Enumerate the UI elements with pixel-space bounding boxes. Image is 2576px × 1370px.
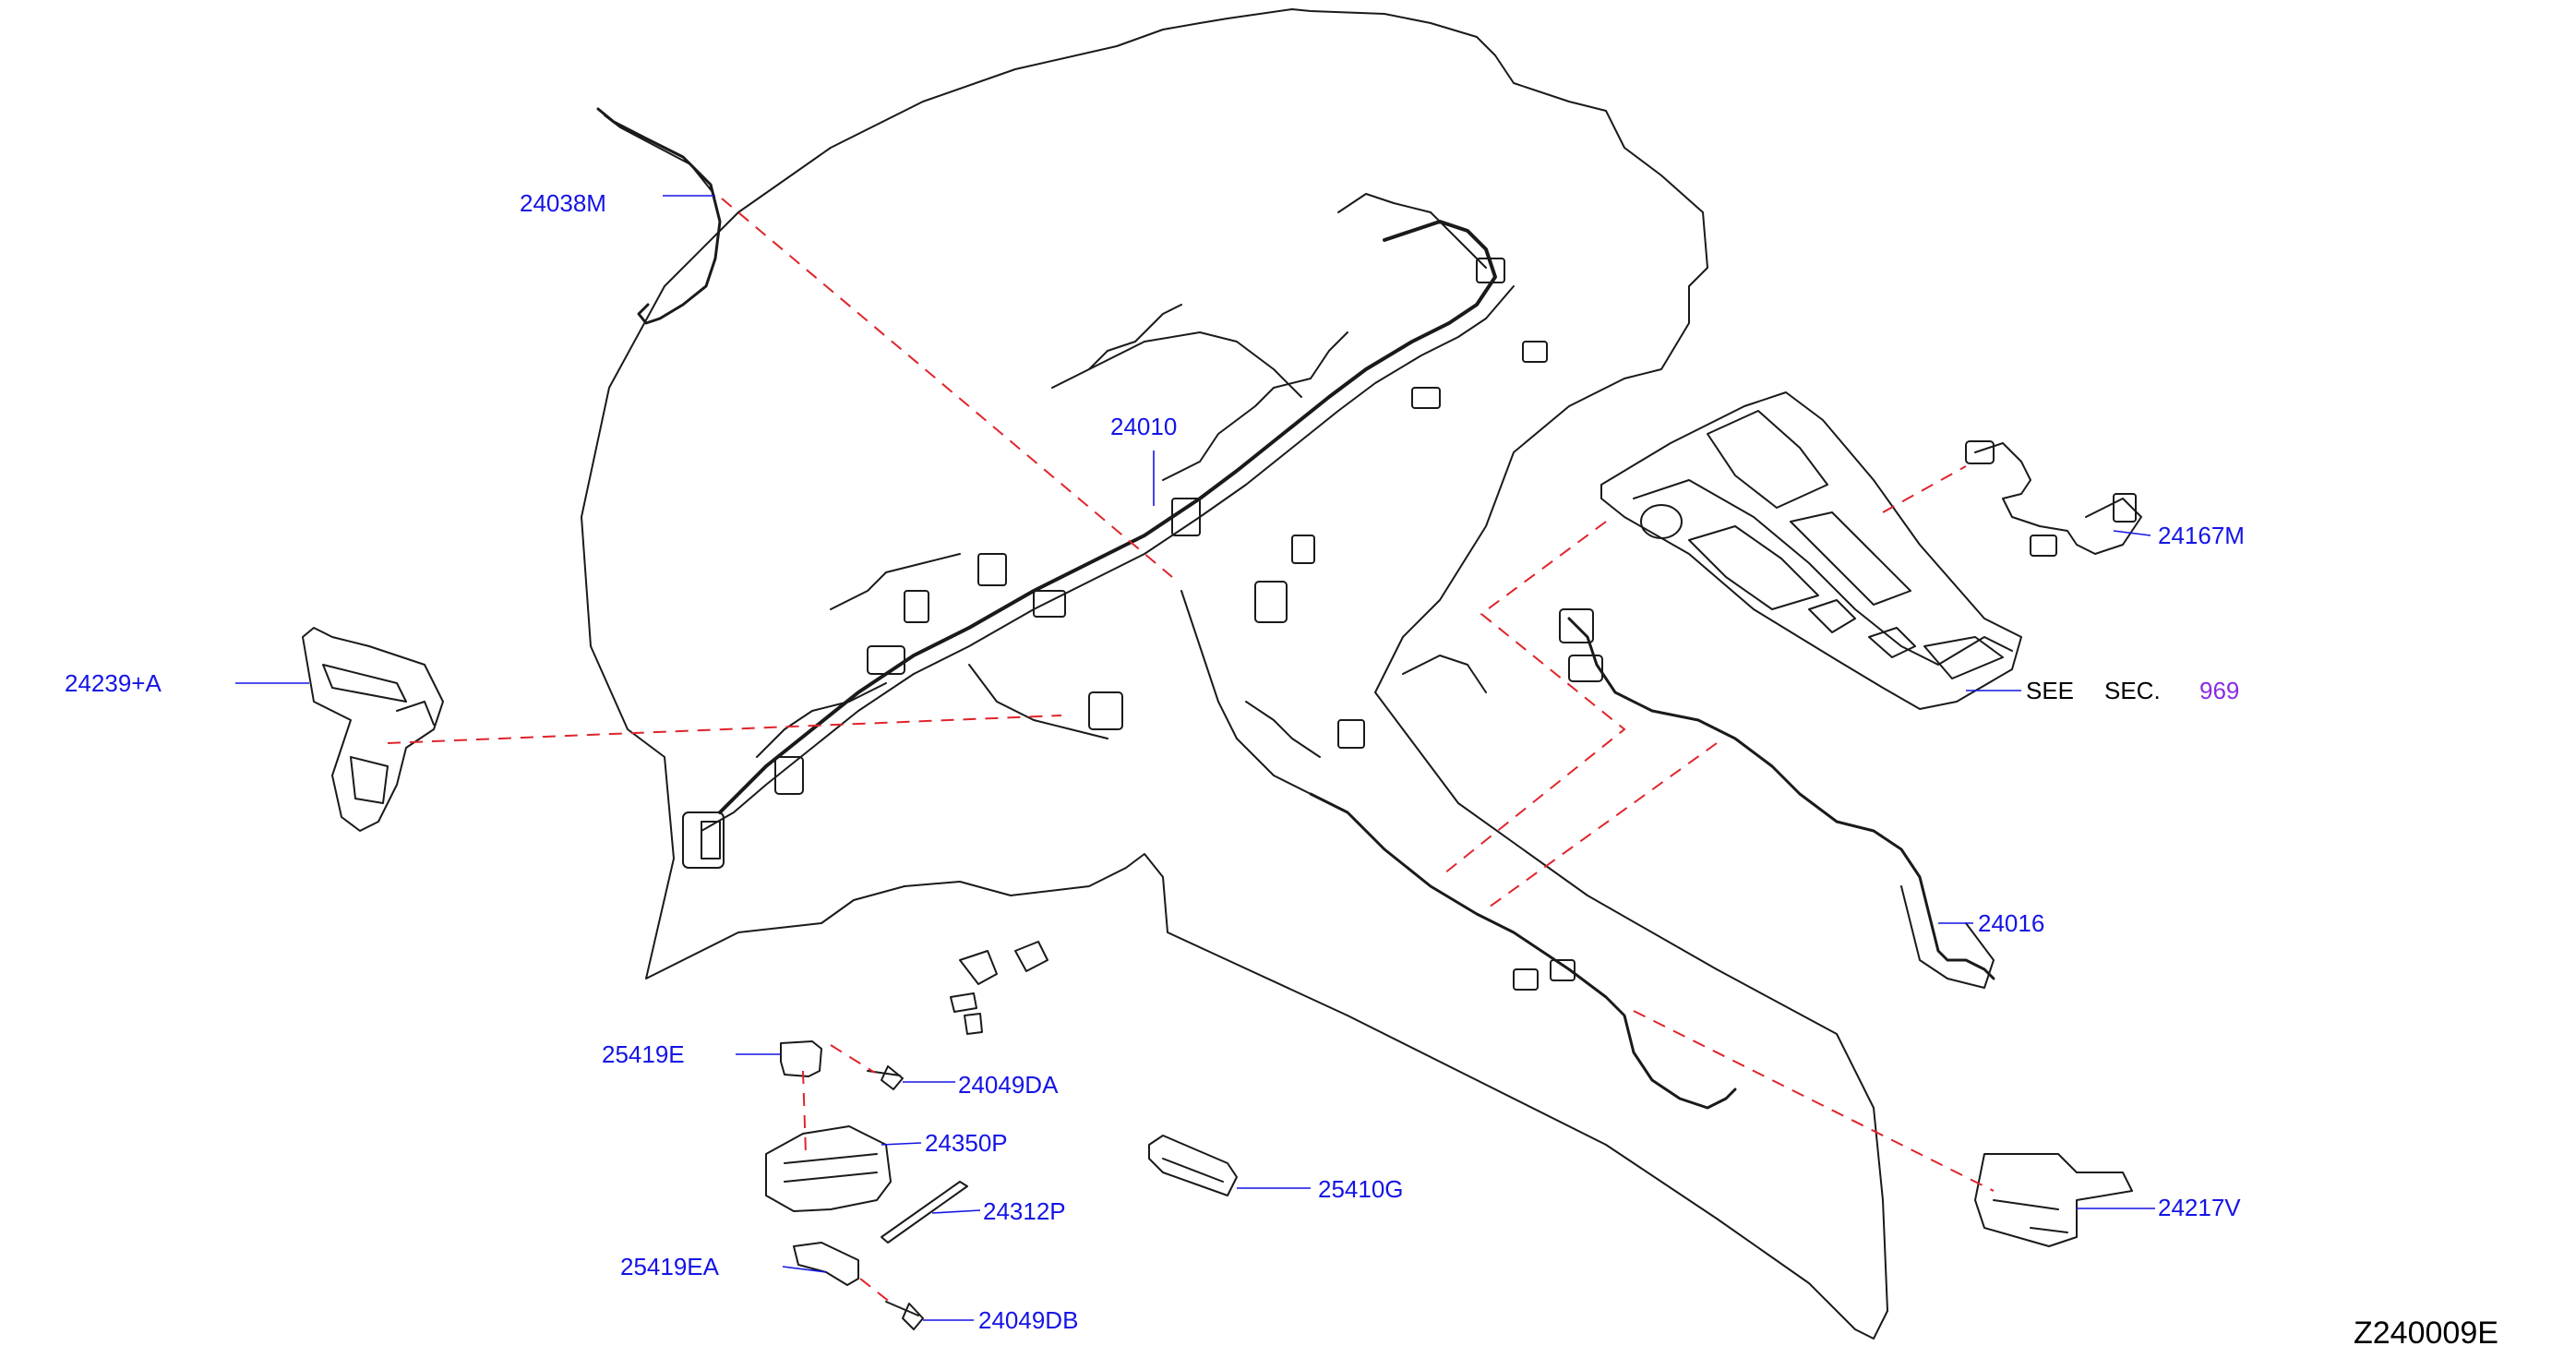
section-ref-sec: SEC. (2104, 677, 2161, 704)
callout-24239A[interactable]: 24239+A (65, 669, 162, 697)
bracket-25419E (780, 1040, 822, 1077)
callout-25419EA[interactable]: 25419EA (620, 1253, 719, 1280)
harness-24010-main (718, 220, 1497, 814)
callout-24010[interactable]: 24010 (1110, 413, 1178, 440)
section-ref-see: SEE (2026, 677, 2075, 704)
callout-25410G[interactable]: 25410G (1318, 1175, 1404, 1203)
callout-24350P[interactable]: 24350P (925, 1129, 1008, 1157)
strip-24312P (881, 1181, 968, 1244)
bolt-24049DA (867, 1065, 904, 1090)
callout-24038M[interactable]: 24038M (520, 189, 606, 217)
diagram-code: Z240009E (2354, 1316, 2498, 1351)
callout-24049DB[interactable]: 24049DB (978, 1306, 1079, 1334)
harness-24016 (1567, 617, 1995, 980)
callout-25419E[interactable]: 25419E (602, 1040, 685, 1068)
callout-24016[interactable]: 24016 (1978, 909, 2045, 937)
center-console-outline (1600, 391, 2022, 710)
callout-24217V[interactable]: 24217V (2158, 1194, 2241, 1221)
reference-links (387, 198, 1995, 1307)
connector-25410G (1148, 1135, 1238, 1196)
dashboard-outline (581, 8, 1888, 1340)
callout-24049DA[interactable]: 24049DA (958, 1071, 1059, 1099)
harness-24038M (596, 107, 722, 325)
module-24217V (1974, 1153, 2133, 1247)
switch-24239A (302, 627, 444, 832)
bolt-24049DB (885, 1301, 924, 1330)
harness-24167M (1974, 442, 2142, 555)
module-24350P (765, 1125, 892, 1212)
callout-24312P[interactable]: 24312P (983, 1197, 1066, 1225)
bracket-25419EA (793, 1242, 859, 1286)
callout-24167M[interactable]: 24167M (2158, 522, 2245, 549)
section-ref-number[interactable]: 969 (2199, 677, 2240, 704)
small-clips (950, 941, 1048, 1035)
callout-leaders (235, 195, 2155, 1321)
